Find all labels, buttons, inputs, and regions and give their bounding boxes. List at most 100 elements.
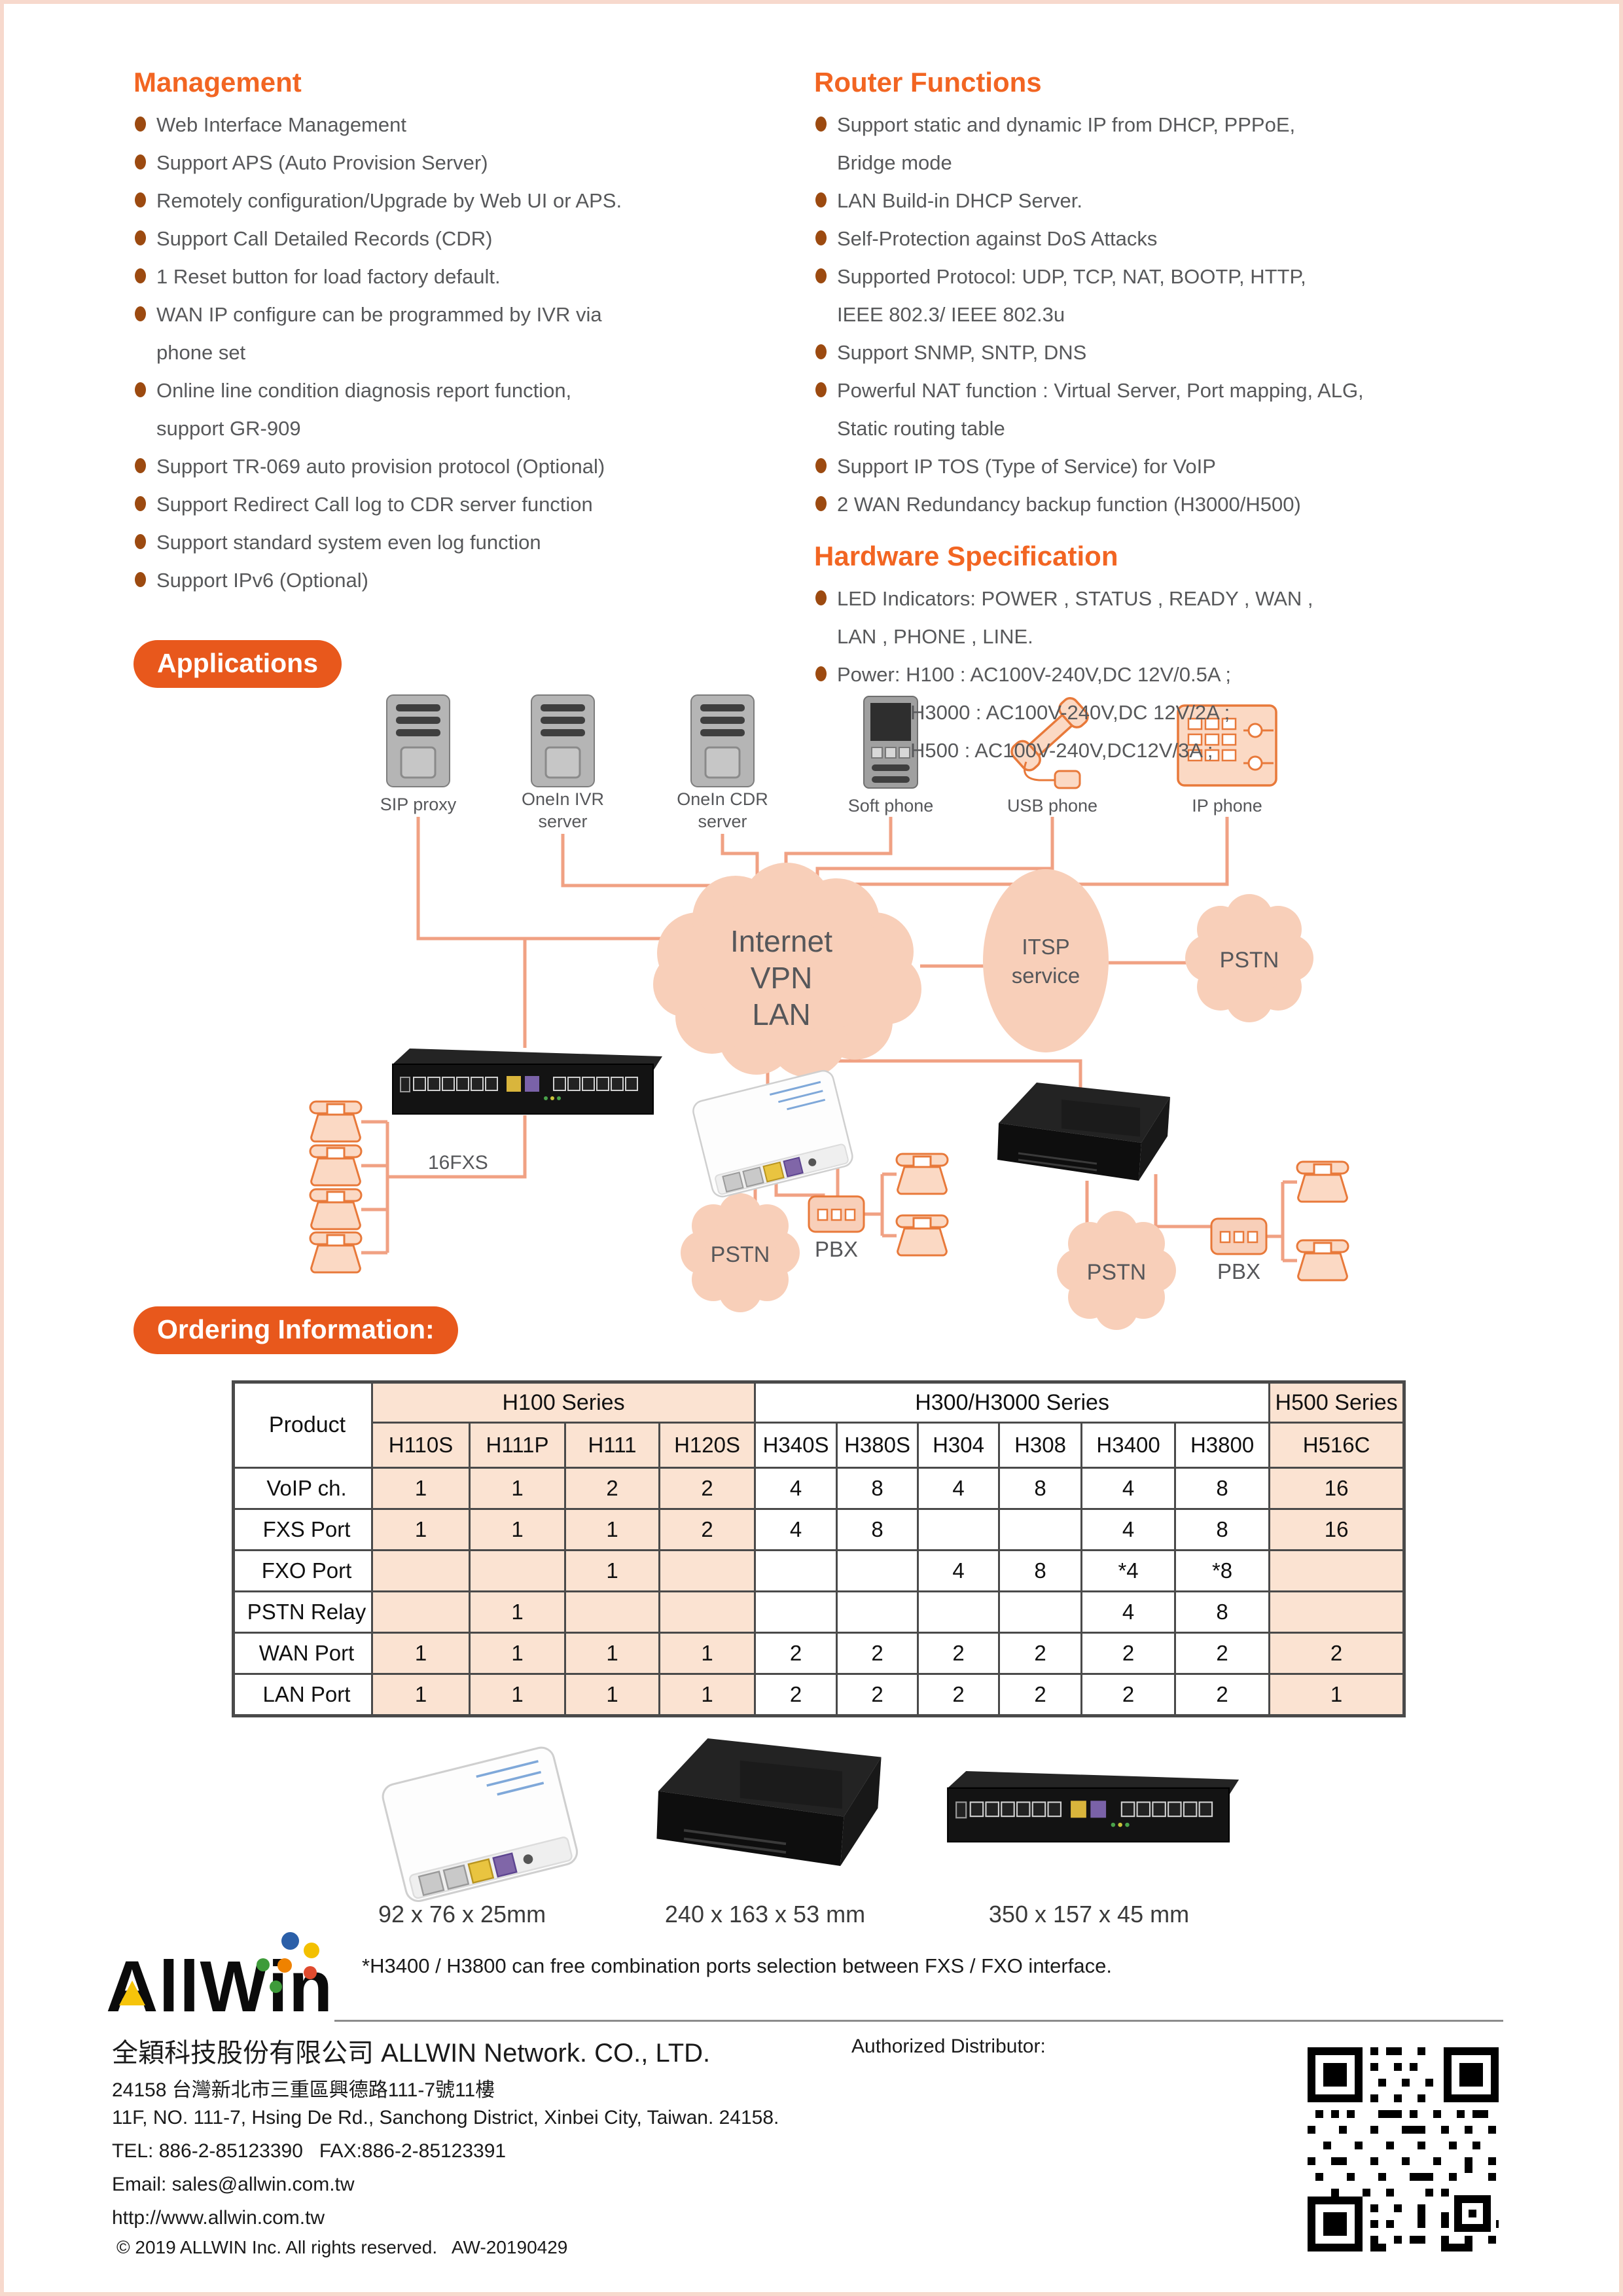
table-row: VoIP ch. 1 1 2 2 4 8 4 8 4 8 16 [232,1467,1406,1510]
itsp-label: ITSP [1022,935,1069,959]
internet-vpn-lan-cloud [653,863,921,1077]
logo-dot-blue-icon [281,1932,299,1950]
bullet-icon [135,382,146,397]
authorized-distributor-label: Authorized Distributor: [851,2036,1046,2057]
analog-phone-icon [309,1144,363,1187]
feature-item: Support APS (Auto Provision Server) [134,144,794,182]
feature-item: Remotely configuration/Upgrade by Web UI… [134,182,794,220]
model-h111: H111 [564,1422,660,1469]
bullet-icon [135,192,146,207]
ordering-table-body: VoIP ch. 1 1 2 2 4 8 4 8 4 8 16 FXS Port… [232,1467,1406,1717]
hardware-spec-title: Hardware Specification [814,541,1118,571]
pstn-right-cloud [1057,1211,1176,1330]
h500-series-header: H500 Series [1268,1381,1406,1424]
sip-proxy-server-icon [385,694,451,788]
pstn-top-cloud [1185,894,1313,1022]
fxs16-gateway-device [392,1048,663,1115]
feature-item: LAN Build-in DHCP Server. [814,182,1534,220]
feature-item: Support static and dynamic IP from DHCP,… [814,106,1534,182]
feature-item: Web Interface Management [134,106,794,144]
applications-badge-wrap: Applications [134,640,342,688]
pstn-right-label: PSTN [1087,1260,1147,1285]
pbx-mid-label: PBX [815,1237,858,1261]
bullet-icon [815,192,827,207]
bullet-icon [135,572,146,587]
logo-triangle-icon [119,1981,145,2005]
bullet-icon [135,534,146,549]
analog-phone-icon [309,1231,363,1274]
feature-item: Support Redirect Call log to CDR server … [134,486,794,524]
feature-item: Powerful NAT function : Virtual Server, … [814,372,1534,448]
h300-series-header: H300/H3000 Series [754,1381,1271,1424]
onein-ivr-server-icon [530,694,596,788]
bullet-icon [135,306,146,321]
series-header-row: Product H100 Series H300/H3000 Series H5… [232,1381,1406,1469]
onein-cdr-label2: server [698,812,747,831]
allwin-logo: AllWin [106,1932,368,2024]
table-row: FXO Port 1 4 8 *4 *8 [232,1549,1406,1592]
feature-item: Support TR-069 auto provision protocol (… [134,448,794,486]
analog-phone-icon [895,1153,949,1195]
company-name: 全穎科技股份有限公司 ALLWIN Network. CO., LTD. [112,2039,711,2068]
table-row: PSTN Relay 1 4 8 [232,1590,1406,1634]
internet-cloud-label: Internet [730,924,832,958]
itsp-label2: service [1012,963,1080,988]
management-section: Management Web Interface Management Supp… [134,67,794,600]
bullet-icon [135,496,146,511]
product-header: Product [232,1381,373,1469]
sip-proxy-label: SIP proxy [380,795,457,814]
applications-badge: Applications [134,640,342,688]
onein-cdr-server-icon [690,694,755,788]
table-row: FXS Port 1 1 1 2 4 8 4 8 16 [232,1508,1406,1551]
pstn-mid-label: PSTN [711,1242,770,1267]
feature-item: Support Call Detailed Records (CDR) [134,220,794,258]
logo-dot-red-icon [304,1966,317,1979]
vpn-cloud-label: VPN [751,961,813,995]
pbx-mid-icon [808,1195,865,1233]
product-photo-h500 [947,1770,1240,1843]
feature-item: Power: H100 : AC100V-240V,DC 12V/0.5A ; … [814,656,1534,770]
router-hardware-section: Router Functions Support static and dyna… [814,67,1534,770]
bullet-icon [815,666,827,681]
ordering-table: Product H100 Series H300/H3000 Series H5… [232,1380,1406,1717]
model-h340s: H340S [754,1422,838,1469]
feature-item: Support standard system even log functio… [134,524,794,562]
row-label: WAN Port [232,1632,373,1675]
model-h110s: H110S [371,1422,471,1469]
bullet-icon [815,458,827,473]
model-h308: H308 [998,1422,1083,1469]
h100-gateway-device [690,1067,856,1200]
ordering-information-badge: Ordering Information: [134,1306,458,1354]
product-photo-h100 [379,1744,581,1905]
router-functions-list: Support static and dynamic IP from DHCP,… [814,106,1534,524]
bullet-icon [135,268,146,283]
logo-dot-orange-icon [277,1958,292,1973]
row-label: PSTN Relay [232,1590,373,1634]
feature-item: 1 Reset button for load factory default. [134,258,794,296]
row-label: VoIP ch. [232,1467,373,1510]
qr-code [1302,2042,1504,2258]
analog-phone-icon [309,1100,363,1143]
hardware-spec-list: LED Indicators: POWER , STATUS , READY ,… [814,580,1534,770]
router-functions-title: Router Functions [814,67,1042,98]
model-h3400: H3400 [1080,1422,1177,1469]
fxs16-label: 16FXS [428,1152,488,1174]
feature-item: 2 WAN Redundancy backup function (H3000/… [814,486,1534,524]
model-h120s: H120S [658,1422,757,1469]
tel-fax: TEL: 886-2-85123390 FAX:886-2-85123391 [112,2140,507,2162]
model-h516c: H516C [1268,1422,1406,1469]
feature-item: Support IP TOS (Type of Service) for VoI… [814,448,1534,486]
management-list: Web Interface Management Support APS (Au… [134,106,794,600]
logo-dot-green2-icon [270,1981,282,1993]
itsp-service-cloud [983,869,1109,1052]
product-photo-h300 [655,1737,883,1867]
bullet-icon [815,590,827,605]
model-h111p: H111P [469,1422,566,1469]
row-label: FXO Port [232,1549,373,1592]
onein-ivr-label2: server [538,812,587,831]
pstn-top-label: PSTN [1220,948,1279,973]
feature-item: Self-Protection against DoS Attacks [814,220,1534,258]
footer-divider [334,2020,1503,2022]
management-title: Management [134,67,302,98]
